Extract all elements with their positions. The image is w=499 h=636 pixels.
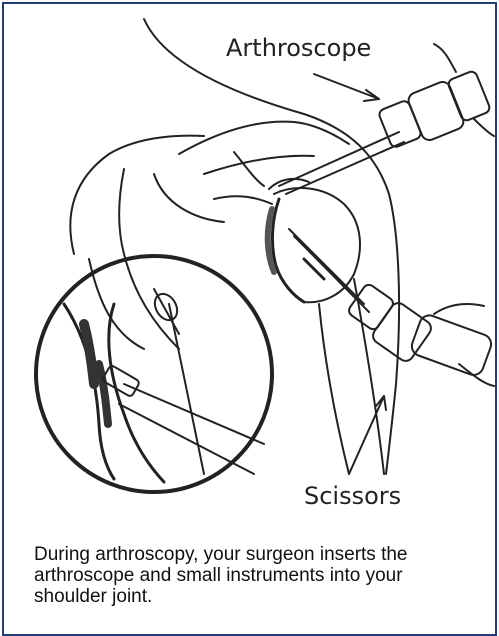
arthroscope-label: Arthroscope bbox=[226, 34, 371, 62]
scissors-label: Scissors bbox=[304, 482, 401, 510]
figure-caption: During arthroscopy, your surgeon inserts… bbox=[34, 544, 464, 607]
shoulder-arthroscopy-illustration: Arthroscope Scissors bbox=[4, 4, 495, 529]
